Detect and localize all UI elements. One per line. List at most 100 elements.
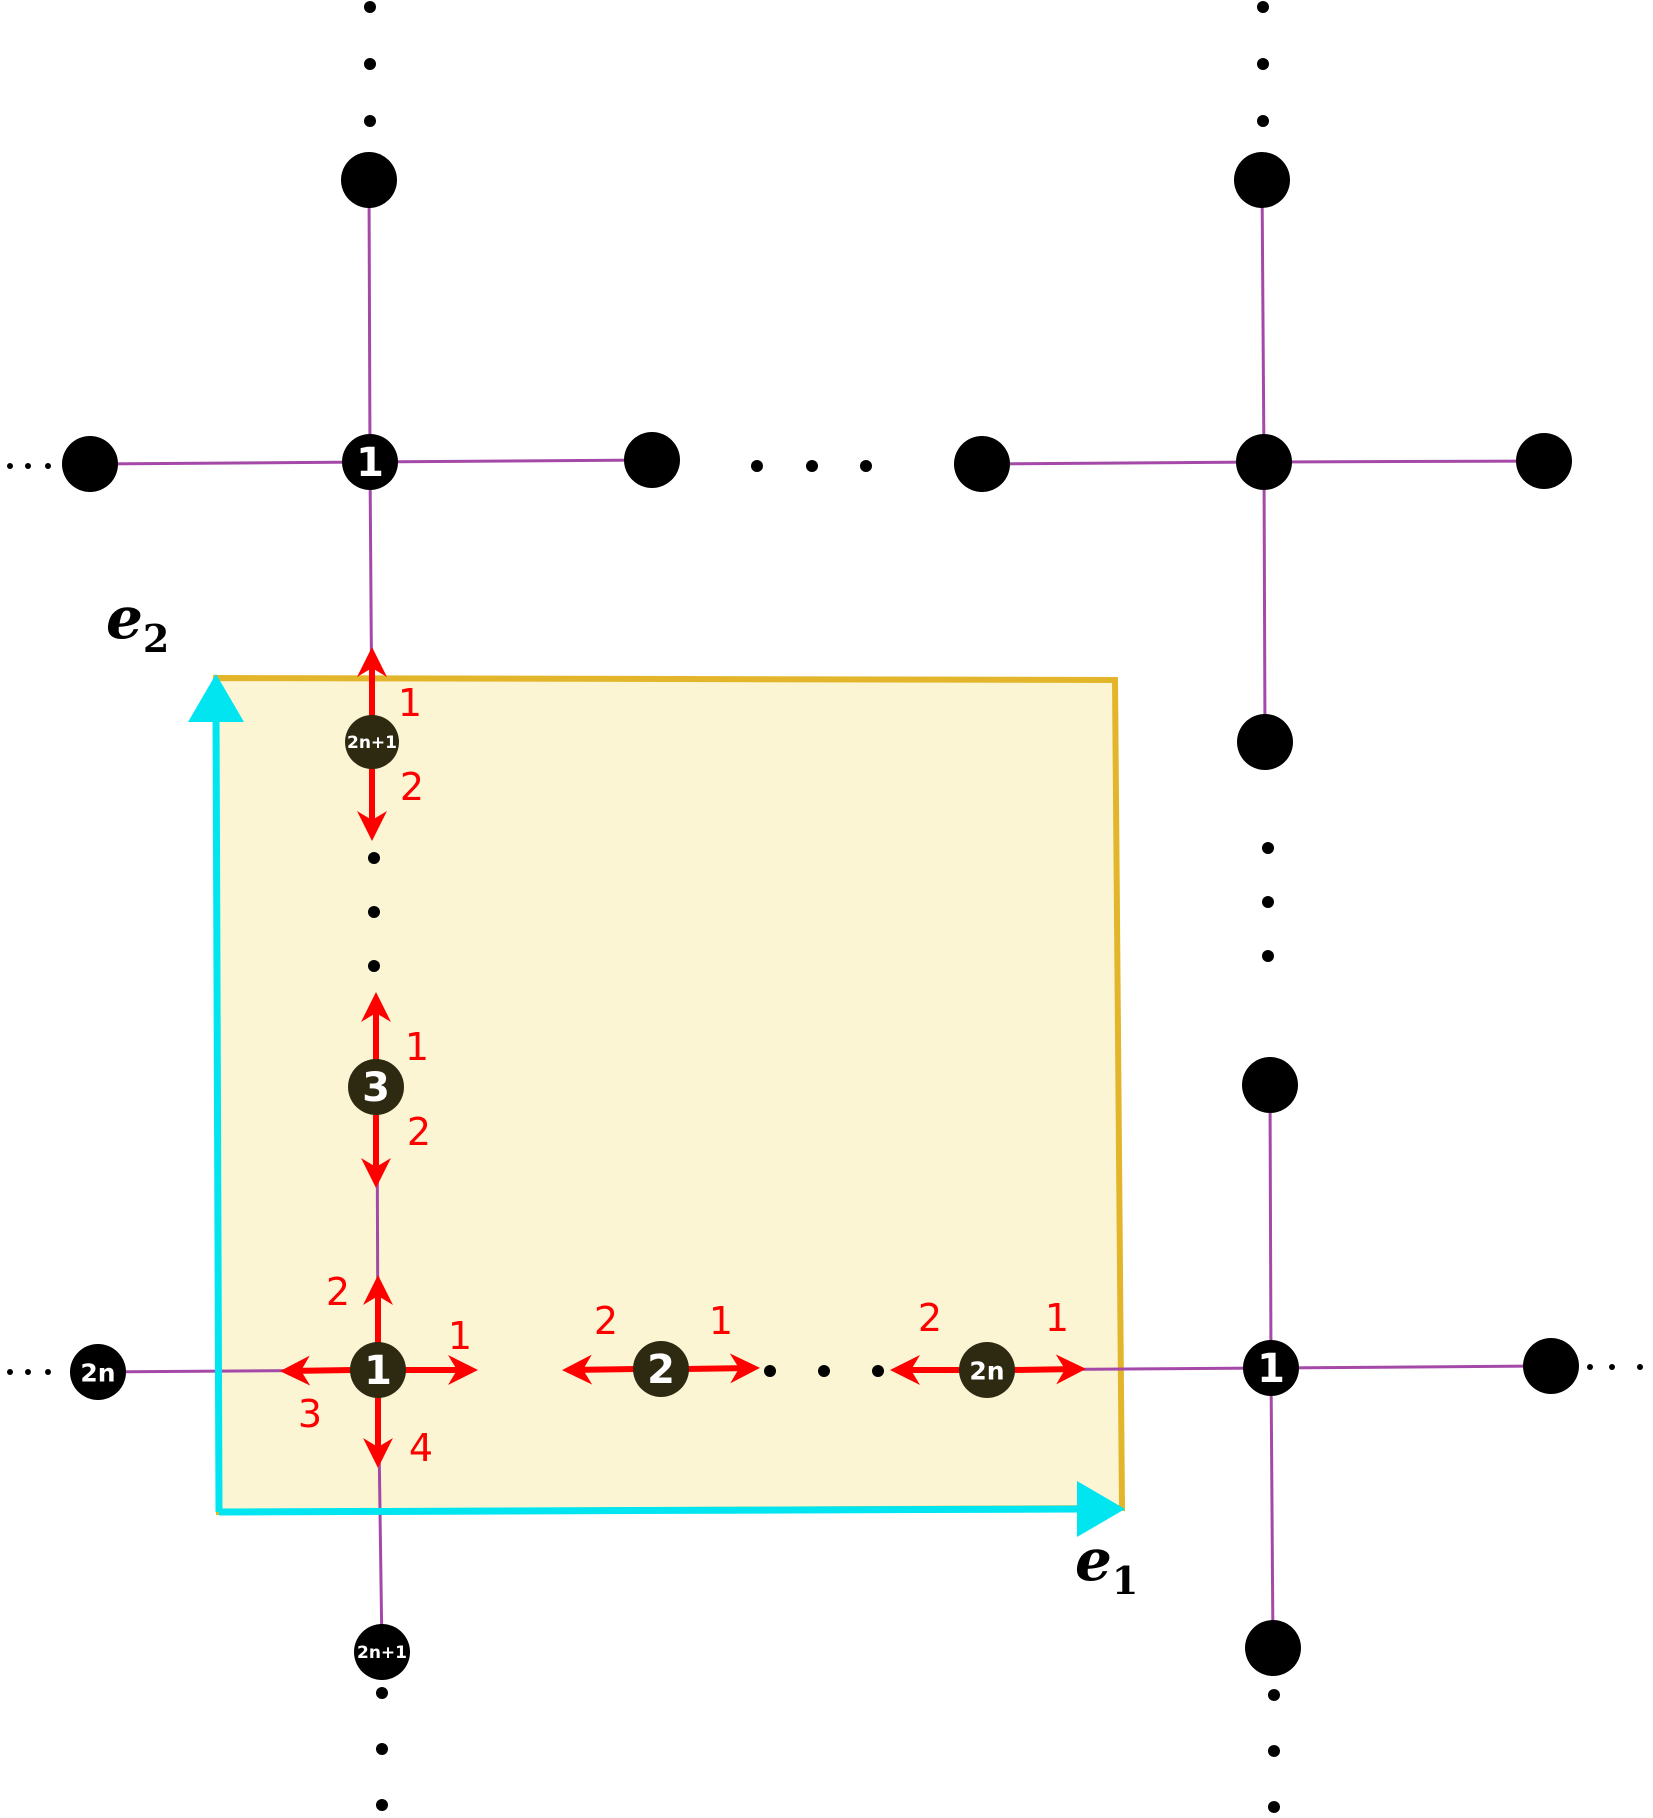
bond bbox=[1262, 461, 1267, 743]
dot bbox=[376, 1743, 388, 1755]
e1-axis-line bbox=[218, 1505, 1086, 1516]
ellipsis-dots bbox=[7, 1, 1643, 1813]
dot bbox=[7, 463, 13, 469]
dot bbox=[364, 1, 376, 13]
dot bbox=[1257, 115, 1269, 127]
dot bbox=[376, 1687, 388, 1699]
site bbox=[1523, 1338, 1579, 1394]
bond bbox=[367, 179, 372, 463]
port-label: 2 bbox=[400, 765, 424, 809]
dot bbox=[368, 906, 380, 918]
e2-axis-line bbox=[212, 711, 223, 1513]
bond bbox=[1263, 459, 1545, 464]
dot bbox=[376, 1799, 388, 1811]
dot bbox=[1268, 1801, 1280, 1813]
site-label: 1 bbox=[1257, 1346, 1285, 1392]
port-label: 1 bbox=[709, 1299, 733, 1343]
bond bbox=[1268, 1084, 1273, 1369]
site bbox=[1242, 1057, 1298, 1113]
dot bbox=[1587, 1364, 1593, 1370]
site bbox=[1516, 433, 1572, 489]
dot bbox=[7, 1369, 13, 1375]
dot bbox=[1262, 842, 1274, 854]
dot bbox=[1257, 1, 1269, 13]
dot bbox=[1268, 1689, 1280, 1701]
bond bbox=[1269, 1367, 1275, 1649]
dot bbox=[818, 1365, 830, 1377]
port-label: 1 bbox=[405, 1025, 429, 1069]
bond bbox=[1260, 179, 1266, 463]
bond bbox=[1270, 1364, 1552, 1370]
site-cell-1: 1 bbox=[350, 1342, 406, 1398]
dot bbox=[368, 960, 380, 972]
site-label: 1 bbox=[356, 440, 384, 486]
dot bbox=[1257, 58, 1269, 70]
port-label: 2 bbox=[407, 1110, 431, 1154]
dot bbox=[1609, 1364, 1615, 1370]
site-right-1: 1 bbox=[1243, 1340, 1299, 1396]
site bbox=[624, 432, 680, 488]
site bbox=[62, 436, 118, 492]
dot bbox=[368, 852, 380, 864]
site-label: 2n bbox=[80, 1359, 115, 1388]
site bbox=[341, 152, 397, 208]
site bbox=[1237, 714, 1293, 770]
site bbox=[1245, 1620, 1301, 1676]
bond bbox=[981, 460, 1265, 466]
site-label: 2n+1 bbox=[347, 733, 397, 753]
dot bbox=[872, 1365, 884, 1377]
plain-sites bbox=[62, 152, 1579, 1676]
dot bbox=[45, 463, 51, 469]
site bbox=[1236, 434, 1292, 490]
port-label: 1 bbox=[1045, 1296, 1069, 1340]
port-label: 1 bbox=[448, 1314, 472, 1358]
site bbox=[1234, 152, 1290, 208]
site-label: 2 bbox=[647, 1347, 675, 1393]
arrow bbox=[562, 1354, 637, 1385]
dot bbox=[1262, 896, 1274, 908]
bond bbox=[89, 460, 371, 466]
site-label: 1 bbox=[364, 1348, 392, 1394]
site-cell-2: 2 bbox=[633, 1341, 689, 1397]
dot bbox=[1262, 950, 1274, 962]
port-labels: 1 2 1 2 2 1 3 4 2 1 2 1 bbox=[298, 681, 1069, 1470]
bond bbox=[369, 458, 653, 464]
site-top-1: 1 bbox=[342, 434, 398, 490]
site-bottom-2n1: 2n+1 bbox=[354, 1624, 410, 1680]
e2-arrowhead bbox=[188, 674, 244, 722]
dot bbox=[860, 460, 872, 472]
arrows bbox=[280, 647, 1086, 1468]
port-label: 2 bbox=[326, 1270, 350, 1314]
site-cell-2n: 2n bbox=[959, 1342, 1015, 1398]
arrow bbox=[280, 1355, 354, 1386]
port-label: 2 bbox=[594, 1299, 618, 1343]
dot bbox=[364, 58, 376, 70]
port-label: 3 bbox=[298, 1392, 322, 1436]
site-label: 2n bbox=[969, 1357, 1004, 1386]
site bbox=[954, 436, 1010, 492]
port-label: 1 bbox=[398, 681, 422, 725]
arrow bbox=[685, 1353, 760, 1384]
port-label: 2 bbox=[918, 1296, 942, 1340]
dot bbox=[45, 1369, 51, 1375]
e1-label: e1 bbox=[1075, 1526, 1138, 1603]
dot bbox=[806, 460, 818, 472]
dot bbox=[25, 463, 31, 469]
dot bbox=[1268, 1745, 1280, 1757]
dot bbox=[751, 460, 763, 472]
site-label: 3 bbox=[362, 1065, 390, 1111]
arrow bbox=[1011, 1354, 1086, 1385]
site-label: 2n+1 bbox=[357, 1643, 407, 1663]
site-cell-3: 3 bbox=[348, 1059, 404, 1115]
dot bbox=[1637, 1364, 1643, 1370]
site-cell-2n1: 2n+1 bbox=[345, 715, 399, 769]
dot bbox=[364, 115, 376, 127]
e2-label: e2 bbox=[106, 584, 169, 661]
site-left-2n: 2n bbox=[70, 1344, 126, 1400]
dot bbox=[764, 1365, 776, 1377]
dot bbox=[25, 1369, 31, 1375]
e1-arrowhead bbox=[1077, 1481, 1125, 1537]
basis-vectors bbox=[188, 674, 1125, 1537]
port-label: 4 bbox=[409, 1426, 433, 1470]
